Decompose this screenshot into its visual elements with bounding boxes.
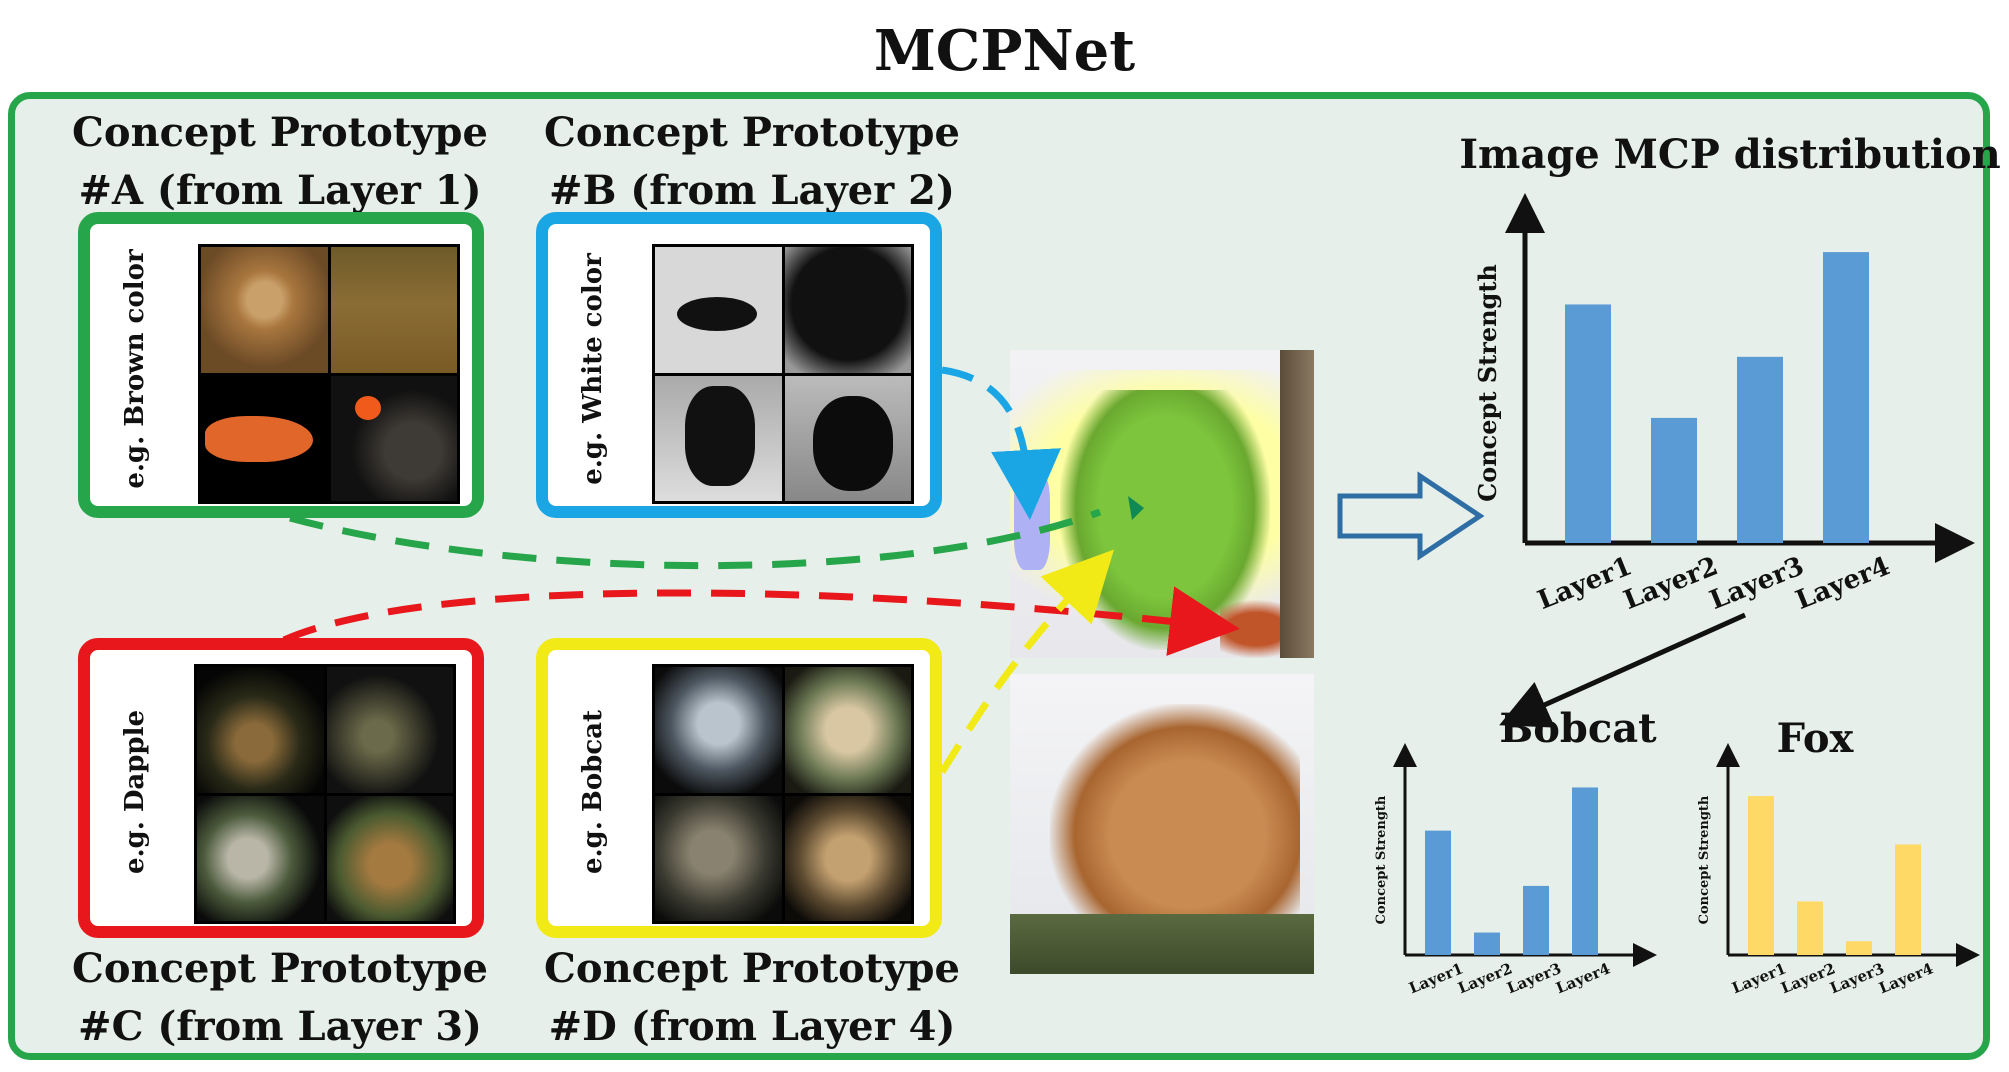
x-tick-label: Layer4 [1553, 959, 1612, 997]
diagonal-arrow-icon [1522, 615, 1745, 715]
bar-layer2 [1797, 901, 1823, 955]
x-tick-label: Layer4 [1876, 959, 1935, 997]
bar-layer3 [1737, 357, 1783, 543]
bar-layer3 [1846, 941, 1872, 955]
chart-title: Bobcat [1499, 705, 1657, 752]
x-tick-label: Layer1 [1406, 959, 1465, 997]
bar-layer1 [1425, 831, 1451, 955]
bar-layer4 [1572, 787, 1598, 955]
bar-layer1 [1748, 796, 1774, 955]
x-tick-label: Layer1 [1534, 551, 1637, 616]
x-tick-label: Layer1 [1729, 959, 1788, 997]
chart-title: Image MCP distribution [1459, 131, 2000, 178]
x-tick-label: Layer3 [1706, 551, 1809, 616]
x-tick-label: Layer2 [1455, 959, 1514, 997]
green-arrowhead [1128, 496, 1144, 520]
x-tick-label: Layer3 [1827, 959, 1886, 997]
chart-title: Fox [1777, 715, 1855, 762]
bar-layer2 [1651, 418, 1697, 543]
hollow-right-arrow-icon [1340, 476, 1480, 556]
x-tick-label: Layer3 [1504, 959, 1563, 997]
bar-layer3 [1523, 886, 1549, 955]
x-tick-label: Layer2 [1778, 959, 1837, 997]
bar-layer2 [1474, 933, 1500, 955]
x-tick-label: Layer4 [1792, 551, 1895, 616]
x-tick-label: Layer2 [1620, 551, 1723, 616]
bar-layer1 [1565, 304, 1611, 543]
yellow-dashed-arrow [942, 575, 1090, 772]
blue-dashed-arrow [942, 370, 1028, 485]
bar-layer4 [1895, 844, 1921, 955]
green-dashed-arrow [290, 512, 1100, 566]
y-axis-label: Concept Strength [1473, 264, 1502, 502]
y-axis-label: Concept Strength [1374, 795, 1389, 924]
y-axis-label: Concept Strength [1697, 795, 1712, 924]
bar-layer4 [1823, 252, 1869, 543]
